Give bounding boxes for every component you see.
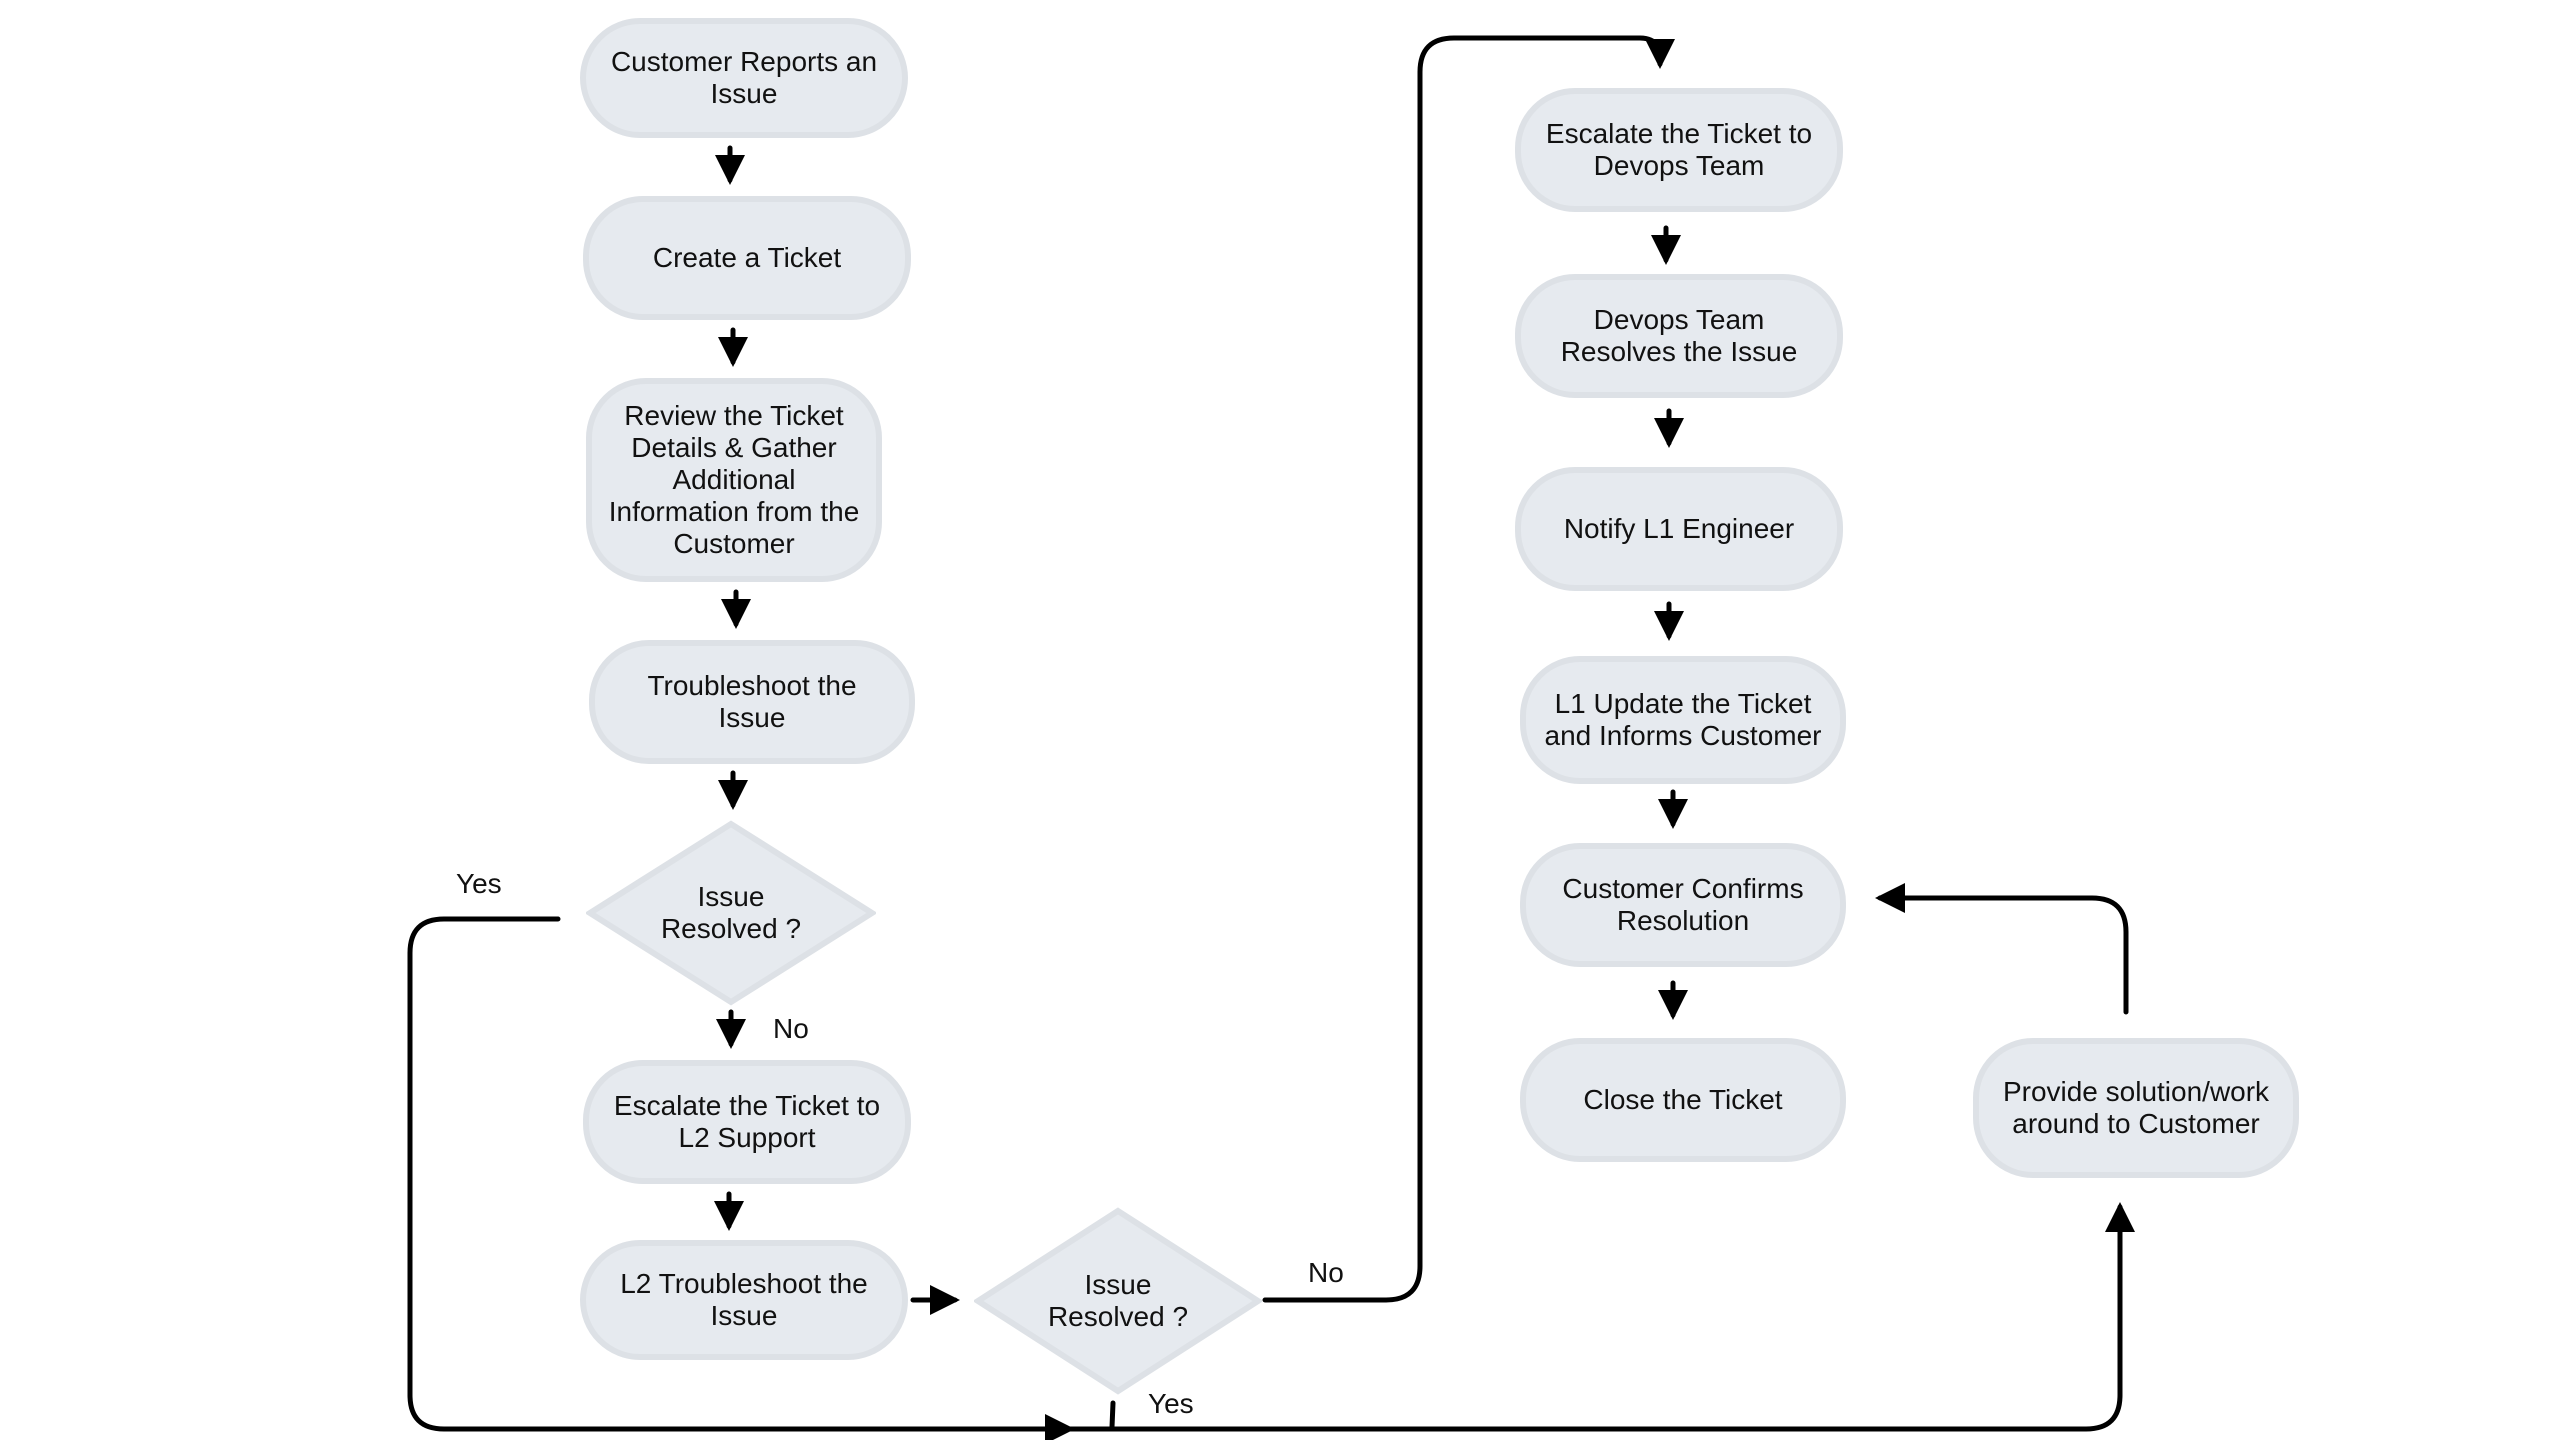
label-no-decision2: No bbox=[1308, 1257, 1344, 1288]
node-escalate-devops: Escalate the Ticket to Devops Team bbox=[1515, 88, 1843, 212]
node-l1-update: L1 Update the Ticket and Informs Custome… bbox=[1520, 656, 1846, 784]
node-escalate-l2: Escalate the Ticket to L2 Support bbox=[583, 1060, 911, 1184]
node-customer-reports: Customer Reports an Issue bbox=[580, 18, 908, 138]
label-no-decision1: No bbox=[773, 1013, 809, 1044]
decision-2-label: Issue Resolved ? bbox=[1047, 1269, 1189, 1332]
node-provide-solution: Provide solution/work around to Customer bbox=[1973, 1038, 2299, 1178]
node-troubleshoot: Troubleshoot the Issue bbox=[589, 640, 915, 764]
node-create-ticket: Create a Ticket bbox=[583, 196, 911, 320]
node-l2-troubleshoot: L2 Troubleshoot the Issue bbox=[580, 1240, 908, 1360]
node-notify-l1: Notify L1 Engineer bbox=[1515, 467, 1843, 591]
edge-decision2-yes-stub bbox=[1109, 1400, 1116, 1430]
edge-bottom-to-provide bbox=[1067, 1202, 2135, 1432]
node-customer-confirms: Customer Confirms Resolution bbox=[1520, 843, 1846, 967]
node-devops-resolves: Devops Team Resolves the Issue bbox=[1515, 274, 1843, 398]
edge-decision1-yes bbox=[407, 916, 1075, 1440]
decision-1-label: Issue Resolved ? bbox=[660, 881, 802, 944]
node-decision-2: Issue Resolved ? bbox=[974, 1207, 1262, 1395]
edge-provide-to-confirms bbox=[1875, 883, 2129, 1015]
node-decision-1: Issue Resolved ? bbox=[586, 820, 876, 1006]
label-yes-decision2: Yes bbox=[1148, 1388, 1194, 1419]
node-review-ticket: Review the Ticket Details & Gather Addit… bbox=[586, 378, 882, 582]
edge-decision2-no bbox=[1262, 35, 1675, 1303]
node-close-ticket: Close the Ticket bbox=[1520, 1038, 1846, 1162]
label-yes-decision1: Yes bbox=[456, 868, 502, 899]
